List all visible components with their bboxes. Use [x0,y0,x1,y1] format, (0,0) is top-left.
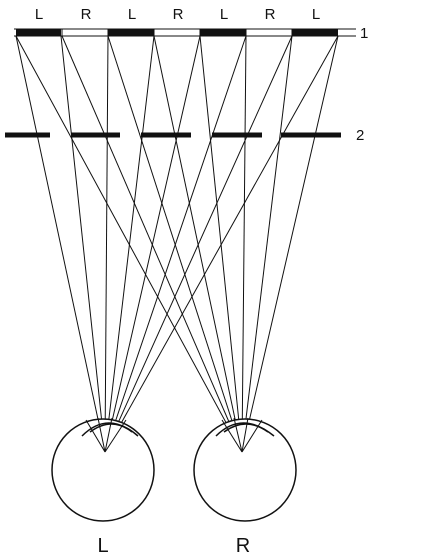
ray-right-8 [241,35,339,453]
layer-label-display: 1 [360,25,368,42]
ray-overlay-right-a [233,417,243,453]
ray-overlay-left-a [97,417,106,453]
ray-left-2 [60,35,106,453]
rays-overlay [85,417,263,453]
right-eye-ball [193,418,297,522]
left-eye-lens [89,423,133,433]
strip-label-2: R [81,6,92,23]
strip-label-5: L [220,6,228,23]
strip-label-3: L [128,6,136,23]
display-strip-r-3 [245,28,293,37]
strip-label-1: L [35,6,43,23]
display-strip-l-3 [200,29,246,36]
eye-label-right: R [236,535,250,557]
ray-overlay-right-b [241,417,249,453]
display-strip-l-2 [108,29,154,36]
left-eye-ball [51,418,155,522]
ray-right-7 [241,35,293,453]
layer-label-barrier: 2 [356,127,364,144]
strip-label-4: R [173,6,184,23]
left-eye-icon [51,418,155,522]
right-eye-icon [193,418,297,522]
strip-label-7: L [312,6,320,23]
ray-overlay-left-d [85,419,106,453]
ray-right-1 [15,35,243,453]
ray-right-5 [199,35,243,453]
ray-left-3 [104,35,109,453]
ray-overlay-left-b [104,417,113,453]
left-eye-cornea [81,422,139,437]
display-strip-r-1 [61,28,109,37]
ray-right-6 [241,35,247,453]
rays-right-eye [15,35,339,453]
ray-right-4 [153,35,243,453]
ray-right-3 [107,35,243,453]
ray-overlay-right-d [221,419,243,453]
display-strip-l-4 [292,29,338,36]
display-strip-r-2 [153,28,201,37]
ray-overlay-left-c [104,419,127,453]
strip-label-6: R [265,6,276,23]
eye-label-left: L [97,535,108,557]
ray-left-1 [15,35,106,453]
display-strip-l-1 [16,29,61,36]
ray-right-2 [61,35,243,453]
ray-overlay-right-c [241,419,263,453]
